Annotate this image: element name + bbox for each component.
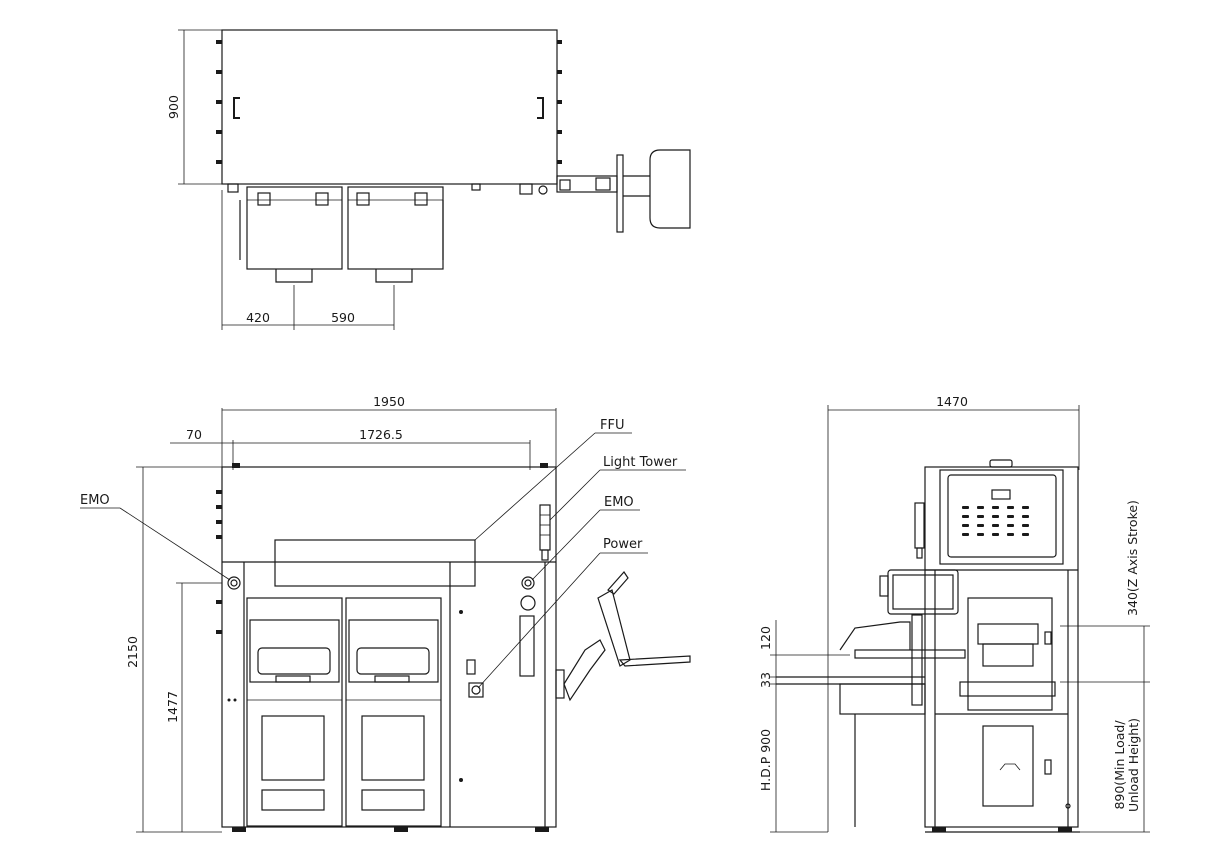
top-view: 900 420 590 [166,29,691,330]
side-view: 1470 120 33 H.D.P 900 340(Z Axis Stroke)… [758,394,1150,833]
dim-z-stroke: 340(Z Axis Stroke) [1125,500,1140,616]
callout-emo-left: EMO [80,493,110,508]
front-load-port-left [246,597,343,827]
dim-work-height: 1477 [165,691,180,723]
dim-inner-width: 1726.5 [359,427,403,442]
dim-height: 2150 [125,636,140,668]
machine-body-top [221,29,558,185]
dim-420: 420 [246,310,270,325]
dim-590: 590 [331,310,355,325]
side-monitor [887,569,959,615]
emo-left [227,576,241,590]
dim-33: 33 [758,672,773,688]
load-port-left [239,186,343,283]
vent-slots [962,506,1029,536]
front-view: 1950 70 1726.5 2150 1477 FFU Light Tower… [80,394,691,833]
front-load-port-right [345,597,442,827]
top-dimensions [178,29,395,330]
handle-right [537,97,544,119]
monitor-arm-top [556,149,691,233]
load-port-right [347,186,444,283]
dim-side-width: 1470 [936,394,968,409]
dim-depth: 900 [166,95,181,119]
dim-total-width: 1950 [373,394,405,409]
handle-left [233,97,240,119]
monitor-arm-front [555,571,691,702]
dim-load-height-1: 890(Min Load/ [1112,720,1127,810]
dim-hdp: H.D.P 900 [758,729,773,791]
callout-ffu: FFU [600,418,624,433]
dim-offset: 70 [186,427,202,442]
dim-120: 120 [758,626,773,650]
ffu-window [274,539,476,587]
power-switch [471,685,481,695]
callout-emo-right: EMO [604,495,634,510]
callout-power: Power [603,537,643,552]
light-tower [539,504,551,551]
emo-right [521,576,535,590]
dim-load-height-2: Unload Height) [1126,718,1141,812]
machine-body-front [221,466,557,828]
callout-light-tower: Light Tower [603,455,678,470]
